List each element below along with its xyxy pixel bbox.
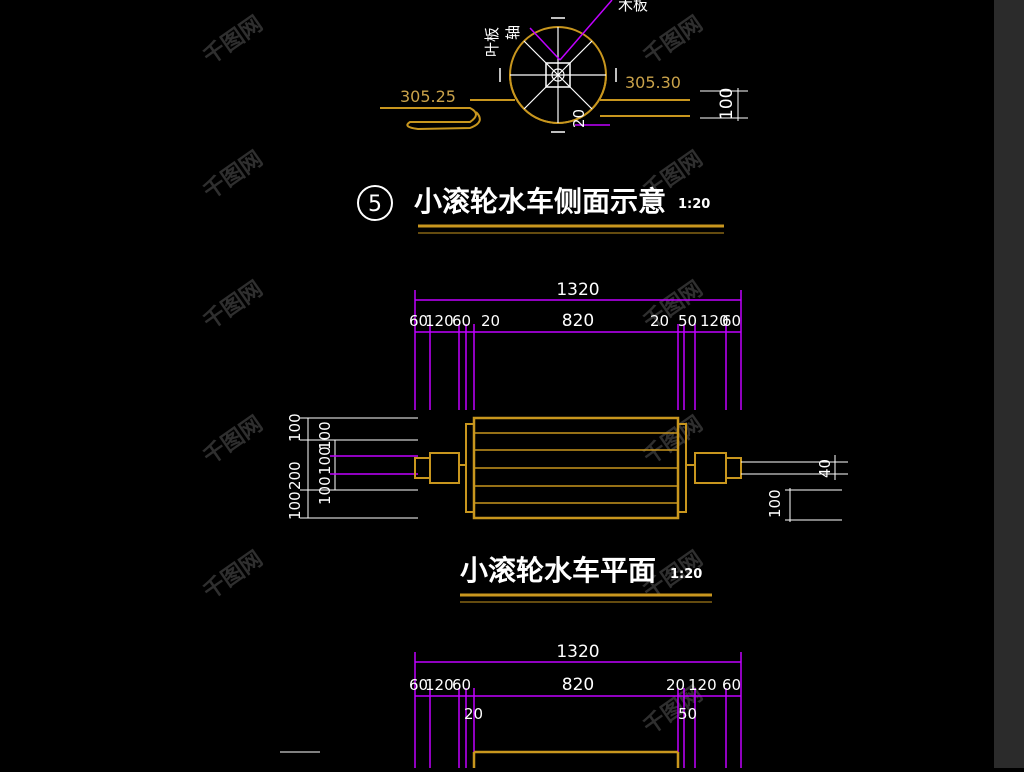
level-left-label: 305.25 <box>400 87 456 106</box>
left-dim-200: 200 <box>286 461 304 490</box>
seg-50-right: 50 <box>678 312 697 330</box>
section-side-title-text: 小滚轮水车侧面示意 <box>414 185 666 218</box>
watermark-layer: 千图网 千图网 千图网 千图网 千图网 千图网 千图网 千图网 千图网 千图网 … <box>199 12 707 740</box>
plan-title-text: 小滚轮水车平面 <box>460 554 656 587</box>
label-blade: 叶板 <box>483 27 501 57</box>
plan-view-2: 1320 60 120 60 820 20 120 60 20 50 <box>280 642 742 768</box>
section-side-scale: 1:20 <box>678 197 710 212</box>
spoke <box>523 40 593 110</box>
dim-20: 20 <box>570 109 588 128</box>
plan-scale: 1:20 <box>670 567 702 582</box>
seg2-120-left: 120 <box>425 676 454 694</box>
right-dim-100: 100 <box>766 489 784 518</box>
watermark: 千图网 <box>639 412 707 470</box>
seg2-60-right: 60 <box>722 676 741 694</box>
seg-120-right: 120 <box>700 312 729 330</box>
scrollbar-strip <box>994 0 1024 768</box>
seg-20-left: 20 <box>481 312 500 330</box>
seg2-60-left2: 60 <box>452 676 471 694</box>
axle-shaft-right <box>725 457 742 479</box>
watermark: 千图网 <box>199 12 267 70</box>
roller-slats <box>474 432 678 504</box>
plan-title: 小滚轮水车平面 1:20 <box>460 554 712 603</box>
seg-60-right: 60 <box>722 312 741 330</box>
seg2-50: 50 <box>678 705 697 723</box>
seg2-60-left: 60 <box>409 676 428 694</box>
seg-820: 820 <box>562 311 594 331</box>
left-dim-100e: 100 <box>316 421 334 450</box>
right-dim-40: 40 <box>816 459 834 478</box>
section-marker-number: 5 <box>368 192 382 217</box>
leader-line <box>529 27 561 61</box>
left-dim-100c: 100 <box>316 476 334 505</box>
seg2-120-right: 120 <box>688 676 717 694</box>
reference-lines <box>300 417 418 519</box>
seg-120-left: 120 <box>425 312 454 330</box>
watermark: 千图网 <box>199 147 267 205</box>
watermark: 千图网 <box>639 12 707 70</box>
ground-left <box>380 107 481 131</box>
section-marker-circle <box>357 185 393 221</box>
label-axle: 轴 <box>504 25 522 40</box>
axle-block-right <box>694 452 727 484</box>
roller-end-right <box>677 423 687 513</box>
seg-20-right: 20 <box>650 312 669 330</box>
level-right-label: 305.30 <box>625 73 681 92</box>
seg-60-left: 60 <box>409 312 428 330</box>
roller-end-left <box>465 423 475 513</box>
axle-block-left <box>429 452 460 484</box>
watermark: 千图网 <box>199 412 267 470</box>
axle-shaft-left <box>414 457 431 479</box>
plan-view: 1320 60 120 60 20 820 20 50 120 60 <box>286 280 848 522</box>
dim-100-right: 100 <box>717 88 737 120</box>
extension-lines <box>414 290 742 410</box>
seg2-20: 20 <box>464 705 483 723</box>
seg2-20-right: 20 <box>666 676 685 694</box>
seg-60-left2: 60 <box>452 312 471 330</box>
wheel-side-detail: 305.25 305.30 木板 轴 叶板 20 100 <box>380 0 748 133</box>
watermark: 千图网 <box>199 277 267 335</box>
extension-lines-2 <box>414 652 742 768</box>
left-dim-100b: 100 <box>286 413 304 442</box>
label-plank: 木板 <box>618 0 648 14</box>
section-side-title: 5 小滚轮水车侧面示意 1:20 <box>357 185 724 234</box>
leader-line <box>559 0 613 61</box>
seg2-820: 820 <box>562 675 594 695</box>
overall-width-label-2: 1320 <box>556 642 599 662</box>
left-dim-100a: 100 <box>286 491 304 520</box>
overall-width-label: 1320 <box>556 280 599 300</box>
watermark: 千图网 <box>199 547 267 605</box>
left-dim-100d: 100 <box>316 446 334 475</box>
